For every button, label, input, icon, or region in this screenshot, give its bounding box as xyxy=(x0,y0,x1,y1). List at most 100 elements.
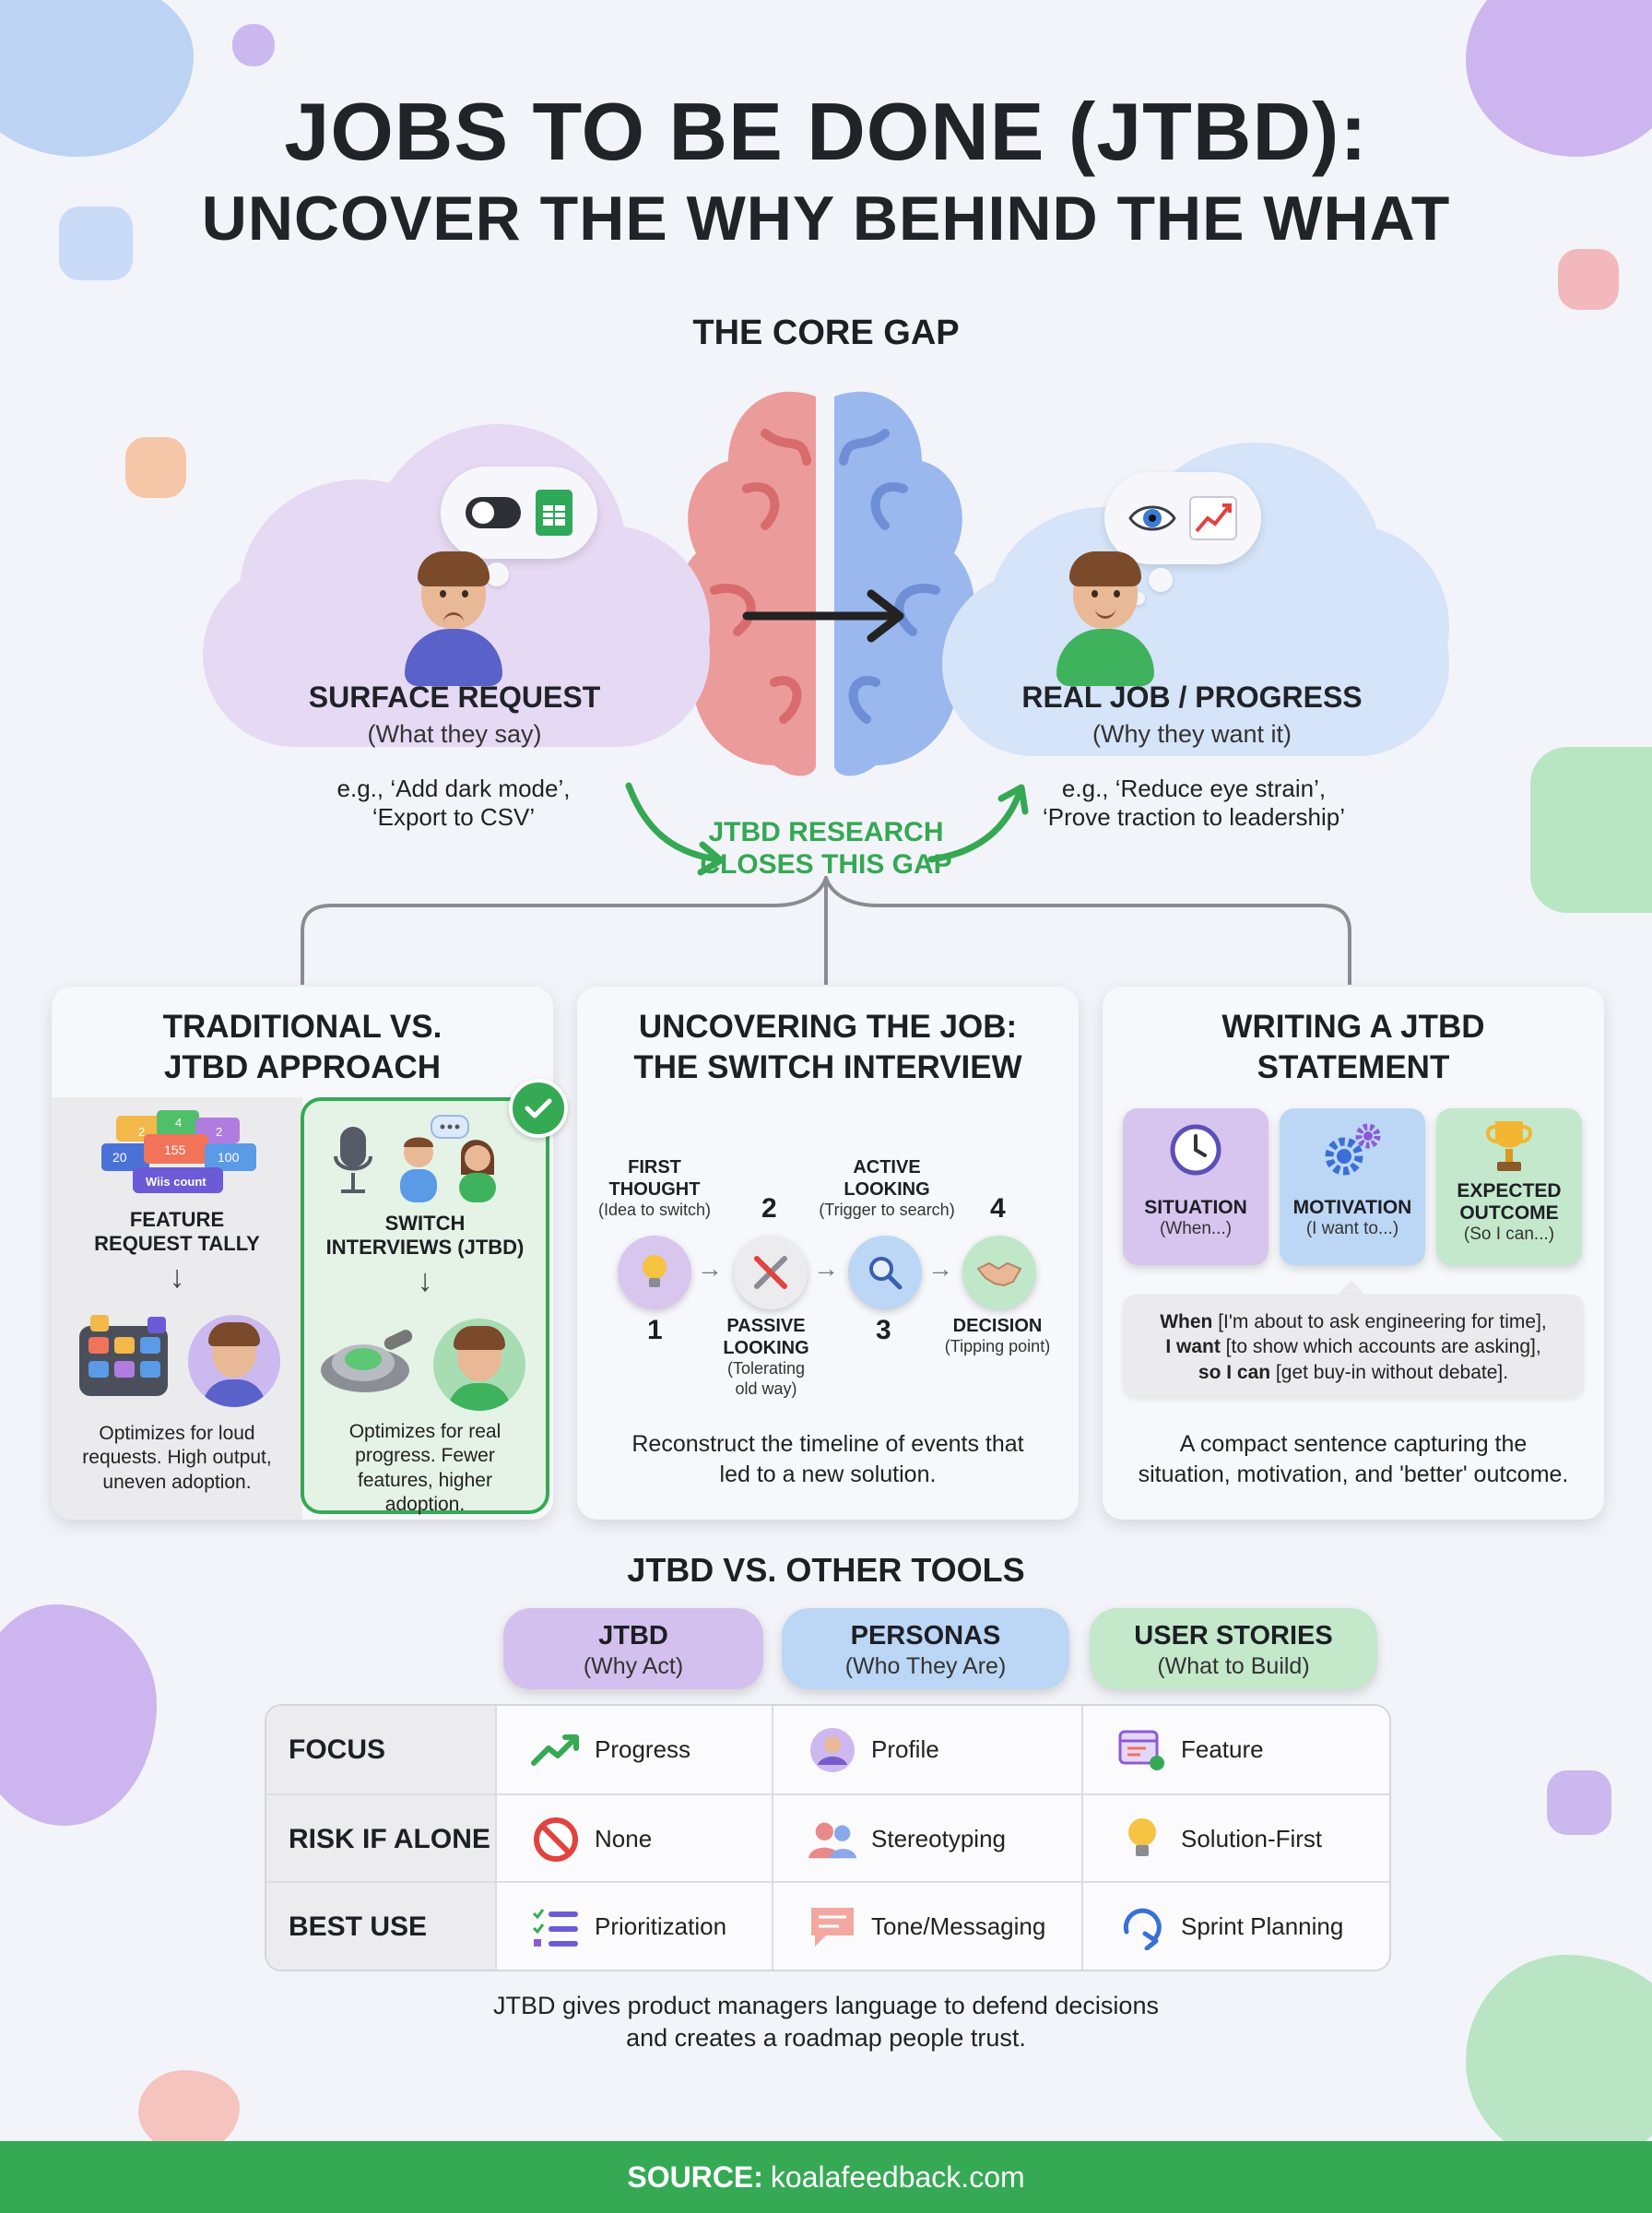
prohibited-icon xyxy=(530,1814,582,1865)
thought-bubble-surface xyxy=(441,467,597,599)
feature-tally-blocks-icon: 2 4 2 20 155 100 Wiis count xyxy=(101,1110,256,1193)
search-step-icon xyxy=(848,1236,922,1309)
tally-label: Wiis count xyxy=(146,1175,206,1189)
tally-number: 100 xyxy=(218,1150,240,1165)
source-bar: SOURCE: koalafeedback.com xyxy=(0,2141,1652,2213)
footer-line: situation, motivation, and 'better' outc… xyxy=(1138,1461,1569,1487)
step-sub: old way) xyxy=(735,1379,797,1398)
tally-number: 4 xyxy=(175,1116,182,1130)
table-cell: Stereotyping xyxy=(772,1795,1081,1883)
decor-blob-green-right xyxy=(1466,1955,1652,2167)
arrow-down-icon: ↓ xyxy=(417,1263,433,1298)
comparison-table: FOCUS Progress Profile Feature RISK IF A… xyxy=(265,1704,1391,1971)
tile-title: MOTIVATION xyxy=(1292,1197,1412,1218)
clock-icon xyxy=(1170,1124,1221,1176)
table-cell: Feature xyxy=(1081,1706,1389,1793)
feature-window-icon xyxy=(1116,1724,1168,1776)
step-name: DECISION xyxy=(952,1316,1043,1336)
step-sub: (Tipping point) xyxy=(944,1337,1051,1355)
row-label: FOCUS xyxy=(266,1706,495,1793)
comparison-heading: JTBD VS. OTHER TOOLS xyxy=(627,1551,1025,1589)
desc-line: adoption. xyxy=(384,1493,466,1515)
step-name: FIRST xyxy=(628,1157,681,1178)
magnifier-focus-icon xyxy=(321,1330,413,1392)
cell-text: Feature xyxy=(1181,1735,1264,1763)
switch-interviews-column: SWITCH INTERVIEWS (JTBD) ↓ Optimizes for… xyxy=(301,1097,549,1517)
mini-title-line: REQUEST TALLY xyxy=(94,1232,260,1256)
decor-cube-purple-right xyxy=(1547,1770,1611,1835)
pill-sub: (Why Act) xyxy=(583,1653,684,1679)
tile-sub: (When...) xyxy=(1159,1219,1233,1239)
thought-bubble-real xyxy=(1104,472,1261,605)
feature-tally-column: 2 4 2 20 155 100 Wiis count FEATURE REQU… xyxy=(52,1097,302,1520)
surface-request-label: SURFACE REQUEST (What they say) xyxy=(196,680,713,749)
tile-expected-outcome: EXPECTED OUTCOME (So I can...) xyxy=(1436,1108,1582,1265)
table-cell: Prioritization xyxy=(495,1883,772,1970)
step-passive-looking-label: PASSIVE LOOKING (Tolerating old way) xyxy=(697,1315,835,1399)
step-name: LOOKING xyxy=(723,1338,809,1358)
footnote: JTBD gives product managers language to … xyxy=(0,1990,1652,2054)
surface-example-line: e.g., ‘Add dark mode’, xyxy=(336,775,571,802)
person-avatar-smiling xyxy=(433,1319,525,1411)
footnote-line: JTBD gives product managers language to … xyxy=(493,1992,1159,2019)
trophy-icon xyxy=(1486,1121,1532,1171)
desc-line: requests. High output, xyxy=(82,1447,272,1469)
lightbulb-icon xyxy=(1116,1814,1168,1865)
tile-title: SITUATION xyxy=(1144,1197,1247,1218)
table-row: BEST USE Prioritization Tone/Messaging S… xyxy=(266,1881,1389,1970)
gears-icon xyxy=(1325,1123,1381,1176)
step-name: THOUGHT xyxy=(608,1179,701,1200)
column-pill-jtbd: JTBD (Why Act) xyxy=(503,1608,763,1689)
cell-text: Prioritization xyxy=(595,1912,727,1940)
chart-up-icon xyxy=(1189,496,1237,540)
handshake-step-icon xyxy=(962,1236,1036,1309)
arrow-right-icon: → xyxy=(927,1254,953,1283)
step-number: 1 xyxy=(647,1315,663,1345)
step-name: PASSIVE xyxy=(726,1316,806,1336)
tile-sub: (So I can...) xyxy=(1463,1225,1555,1245)
bubble-pointer xyxy=(1337,1280,1366,1296)
step-number: 4 xyxy=(990,1193,1006,1224)
pill-sub: (Who They Are) xyxy=(844,1653,1007,1679)
step-decision-label: DECISION (Tipping point) xyxy=(924,1315,1071,1357)
statement-card-title: WRITING A JTBD STATEMENT xyxy=(1103,1007,1604,1088)
arrow-right-icon: → xyxy=(813,1254,839,1283)
gap-arrows xyxy=(625,782,1029,876)
source-label: SOURCE: xyxy=(627,2160,763,2194)
cycle-icon xyxy=(1116,1901,1168,1953)
column-pill-personas: PERSONAS (Who They Are) xyxy=(782,1608,1069,1689)
pill-name: PERSONAS xyxy=(850,1621,1001,1651)
gap-label: JTBD RESEARCH CLOSES THIS GAP xyxy=(0,817,1652,881)
jtbd-statement-card: WRITING A JTBD STATEMENT SITUATION (When… xyxy=(1103,987,1604,1520)
statement-keyword: When xyxy=(1160,1311,1213,1332)
switch-card-footer: Reconstruct the timeline of events that … xyxy=(596,1429,1060,1489)
card-title-line: STATEMENT xyxy=(1257,1048,1450,1085)
decor-cube-purple xyxy=(232,24,275,66)
lightbulb-step-icon xyxy=(618,1236,691,1309)
source-link[interactable]: koalafeedback.com xyxy=(770,2160,1025,2194)
real-example-line: ‘Prove traction to leadership’ xyxy=(1042,803,1346,832)
tally-number: 2 xyxy=(216,1125,222,1139)
brain-illustration xyxy=(675,391,975,776)
person-avatar-frustrated xyxy=(403,551,504,686)
step-name: LOOKING xyxy=(844,1179,930,1200)
table-row: RISK IF ALONE None Stereotyping Solution… xyxy=(266,1793,1389,1883)
core-gap-heading: THE CORE GAP xyxy=(692,314,960,352)
trend-up-icon xyxy=(530,1724,582,1776)
step-first-thought-label: FIRST THOUGHT (Idea to switch) xyxy=(581,1156,728,1221)
desc-line: Optimizes for real xyxy=(348,1421,502,1442)
dashboard-blocks-icon xyxy=(79,1315,168,1396)
mini-title-line: FEATURE xyxy=(129,1208,225,1231)
desc-line: Optimizes for loud xyxy=(99,1423,255,1444)
row-label: BEST USE xyxy=(266,1883,495,1970)
step-sub: (Tolerating xyxy=(726,1359,806,1378)
decor-blob-green xyxy=(1530,747,1652,913)
cell-text: Sprint Planning xyxy=(1181,1912,1344,1940)
switch-interviews-desc: Optimizes for real progress. Fewer featu… xyxy=(304,1420,546,1517)
card-title-line: UNCOVERING THE JOB: xyxy=(638,1009,1018,1045)
traditional-card-title: TRADITIONAL VS. JTBD APPROACH xyxy=(52,1007,553,1088)
footnote-line: and creates a roadmap people trust. xyxy=(626,2024,1026,2053)
feature-tally-desc: Optimizes for loud requests. High output… xyxy=(52,1422,302,1495)
surface-example-line: ‘Export to CSV’ xyxy=(372,803,536,832)
decor-cube-pink xyxy=(1558,249,1619,310)
